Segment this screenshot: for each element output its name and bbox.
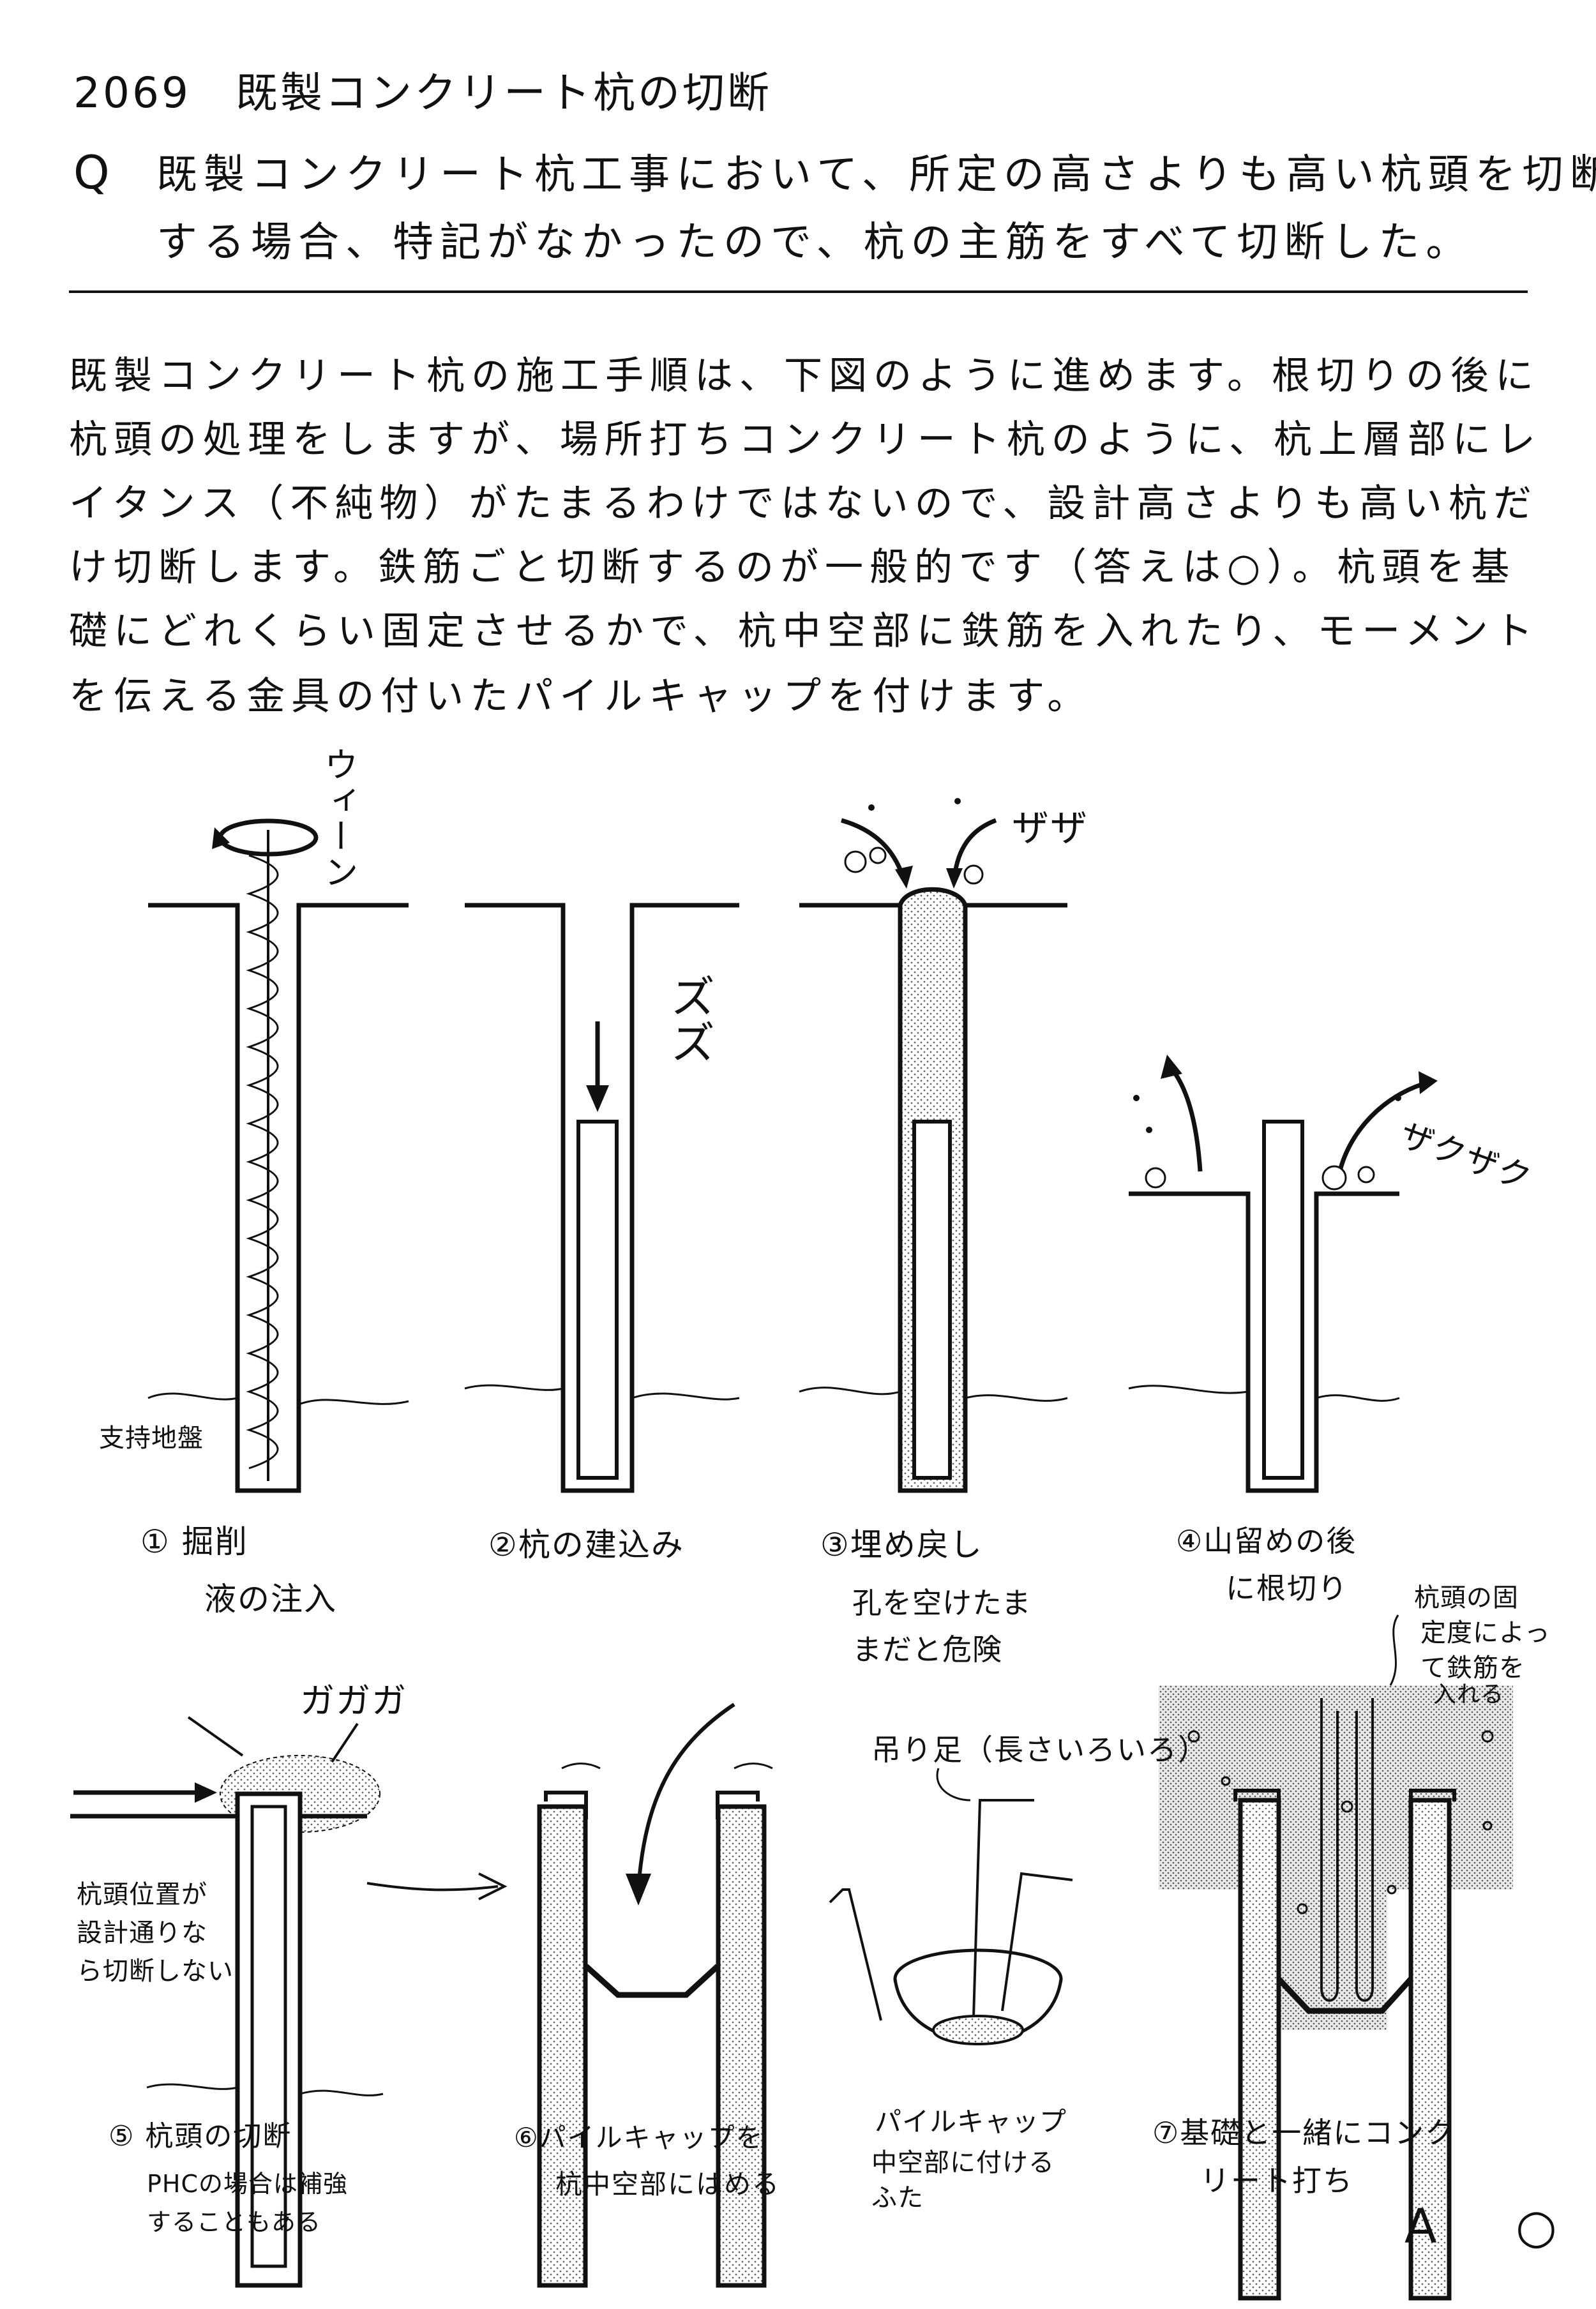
step3-backfill: [799, 798, 1068, 1493]
step7-note-2: 定度によっ: [1420, 1618, 1551, 1648]
cap-leg-label: 吊り足（長さいろいろ）: [871, 1733, 1208, 1767]
step3-note-2: まだと危険: [852, 1632, 1002, 1667]
step4-root-cutting: [1128, 1055, 1438, 1493]
step5-pile-head-cutting: [70, 1716, 508, 2288]
question-line-1: 既製コンクリート杭工事において、所定の高さよりも高い杭頭を切断: [156, 151, 1596, 199]
step4-caption-1: ④山留めの後: [1176, 1524, 1357, 1558]
step7-foundation-concrete: [1159, 1614, 1513, 2301]
step5-note-2: することもある: [147, 2208, 322, 2236]
step2-caption: ②杭の建込み: [488, 1526, 684, 1563]
explanation-line-3: イタンス（不純物）がたまるわけではないので、設計高さよりも高い杭だ: [69, 481, 1538, 526]
question-mark: Q: [73, 146, 110, 199]
answer: A ○: [1404, 2199, 1589, 2254]
step7-note-1: 杭頭の固: [1414, 1583, 1519, 1613]
step1-caption-1: ① 掘削: [140, 1523, 248, 1560]
step7-note-4: 入れる: [1433, 1681, 1505, 1708]
step5-note-1: PHCの場合は補強: [147, 2170, 349, 2198]
step7-note-3: て鉄筋を: [1420, 1653, 1525, 1683]
ground-label: 支持地盤: [99, 1424, 204, 1453]
step7-caption-2: リート打ち: [1200, 2163, 1353, 2198]
step1-caption-2: 液の注入: [204, 1581, 337, 1618]
step6-caption-1: ⑥パイルキャップを: [514, 2122, 764, 2153]
cap-caption-3: ふた: [871, 2183, 924, 2213]
explanation-line-1: 既製コンクリート杭の施工手順は、下図のように進めます。根切りの後に: [69, 354, 1540, 398]
cap-caption-1: パイルキャップ: [875, 2106, 1067, 2137]
step4-caption-2: に根切り: [1226, 1571, 1348, 1606]
step7-caption-1: ⑦基礎と一緒にコンク: [1152, 2116, 1456, 2150]
step1-excavation: [147, 818, 409, 1493]
sfx-gagaga: ガガガ: [300, 1681, 407, 1721]
sfx-zaza: ザザ: [1012, 806, 1089, 850]
pile-cap-detail: [829, 1768, 1073, 2045]
step6-pile-cap-insertion: [537, 1703, 773, 2288]
question-line-2: する場合、特記がなかったので、杭の主筋をすべて切断した。: [156, 219, 1473, 266]
explanation-line-5: 礎にどれくらい固定させるかで、杭中空部に鉄筋を入れたり、モーメント: [69, 609, 1539, 654]
step5-side-3: ら切断しない: [77, 1957, 234, 1986]
divider: [69, 290, 1528, 293]
step5-side-2: 設計通りな: [77, 1918, 207, 1948]
explanation-line-4: け切断します。鉄筋ごと切断するのが一般的です（答えは○）。杭頭を基: [69, 545, 1516, 590]
cap-caption-2: 中空部に付ける: [871, 2148, 1055, 2177]
step3-note-1: 孔を空けたま: [852, 1586, 1032, 1620]
sfx-whirr: ウィーン: [318, 747, 358, 890]
step3-caption: ③埋め戻し: [820, 1526, 983, 1563]
page-title: 2069 既製コンクリート杭の切断: [73, 68, 772, 117]
explanation-line-6: を伝える金具の付いたパイルキャップを付けます。: [69, 674, 1092, 719]
explanation-line-2: 杭頭の処理をしますが、場所打ちコンクリート杭のように、杭上層部にレ: [69, 417, 1542, 462]
step5-side-1: 杭頭位置が: [77, 1880, 207, 1909]
step2-pile-installation: [464, 903, 740, 1493]
step5-caption: ⑤ 杭頭の切断: [109, 2120, 292, 2153]
sfx-zuzu: ズズ: [663, 974, 716, 1065]
step6-caption-2: 杭中空部にはめる: [555, 2169, 781, 2200]
